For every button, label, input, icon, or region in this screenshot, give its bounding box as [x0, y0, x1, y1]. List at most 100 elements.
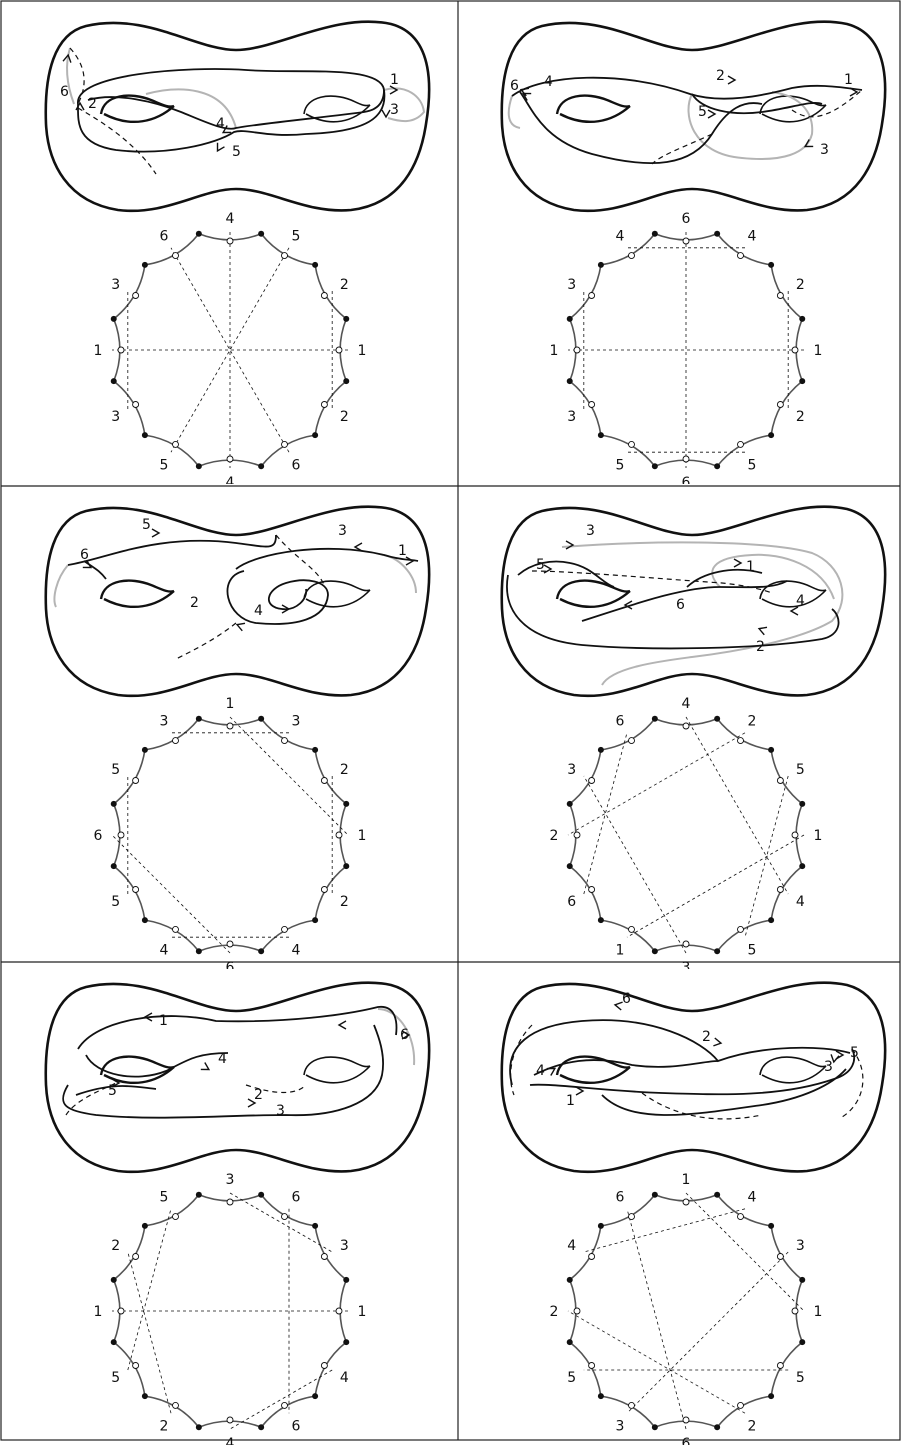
surface-label: 2 — [88, 96, 97, 112]
polygon-edge — [601, 435, 655, 466]
surface-label: 3 — [824, 1059, 833, 1075]
polygon-edge — [145, 1195, 199, 1226]
hidden-curve — [532, 571, 772, 593]
edge-midpoint — [227, 723, 233, 729]
surface-outline — [46, 983, 429, 1172]
polygon-vertex — [142, 1223, 148, 1229]
edge-midpoint — [321, 293, 327, 299]
polygon-vertex — [768, 1223, 774, 1229]
arrow-marker — [152, 529, 159, 537]
polygon-label: 2 — [340, 277, 349, 293]
polygon-label: 4 — [292, 942, 301, 958]
edge-midpoint — [738, 1214, 744, 1220]
left-hole — [101, 1057, 174, 1083]
surface-label: 3 — [390, 102, 399, 118]
surface-label: 1 — [844, 72, 853, 88]
polygon-label: 2 — [160, 1418, 169, 1434]
polygon-label: 4 — [340, 1370, 349, 1386]
polygon-label: 2 — [796, 277, 805, 293]
polygon-vertex — [196, 1192, 202, 1198]
polygon-vertex — [258, 716, 264, 722]
surface-label: 4 — [544, 74, 553, 90]
edge-midpoint — [683, 1199, 689, 1205]
edge-midpoint — [777, 293, 783, 299]
polygon-label: 5 — [796, 762, 805, 778]
left-hole — [557, 581, 630, 607]
polygon-edge — [717, 920, 771, 951]
polygon-label: 3 — [567, 277, 576, 293]
polygon-label: 3 — [160, 714, 169, 730]
hidden-curve — [652, 134, 712, 164]
edge-midpoint — [133, 402, 139, 408]
arrow-marker — [406, 557, 413, 565]
polygon-label: 6 — [292, 457, 301, 473]
polygon-vertex — [714, 1192, 720, 1198]
polygon-vertex — [768, 262, 774, 268]
polygon-vertex — [799, 1277, 805, 1283]
polygon-label: 4 — [226, 475, 235, 484]
polygon-vertex — [258, 1192, 264, 1198]
polygon-label: 6 — [292, 1190, 301, 1206]
polygon-edge — [601, 1195, 655, 1226]
polygon-label: 5 — [160, 1190, 169, 1206]
polygon-vertex — [768, 1393, 774, 1399]
surface-label: 5 — [536, 557, 545, 573]
genus-two-surface: 123456 — [46, 983, 429, 1172]
surface-label: 6 — [676, 597, 685, 613]
edge-pairing — [627, 835, 804, 937]
polygon-vertex — [799, 316, 805, 322]
polygon-label: 3 — [340, 1238, 349, 1254]
polygon-label: 1 — [94, 1304, 103, 1320]
polygon-vertex — [567, 801, 573, 807]
surface-label: 2 — [716, 68, 725, 84]
arrow-marker — [728, 76, 735, 84]
arrow-marker — [382, 110, 390, 117]
surface-label: 3 — [586, 523, 595, 539]
surface-label: 5 — [850, 1045, 859, 1061]
polygon-label: 5 — [292, 229, 301, 245]
polygon-vertex — [312, 1223, 318, 1229]
edge-midpoint — [629, 926, 635, 932]
polygon-vertex — [258, 948, 264, 954]
polygon-label: 4 — [748, 1190, 757, 1206]
arrow-marker — [201, 1063, 211, 1073]
polygon-label: 5 — [796, 1370, 805, 1386]
edge-midpoint — [738, 926, 744, 932]
edge-midpoint — [574, 832, 580, 838]
polygon-label: 5 — [160, 457, 169, 473]
polygon-vertex — [652, 1424, 658, 1430]
polygon-vertex — [142, 432, 148, 438]
edge-midpoint — [118, 1308, 124, 1314]
polygon-label: 3 — [111, 409, 120, 425]
gray-curve — [712, 555, 834, 599]
polygon-label: 2 — [748, 1418, 757, 1434]
edge-pairing — [230, 1370, 332, 1429]
polygon-vertex — [343, 316, 349, 322]
polygon-vertex — [312, 1393, 318, 1399]
polygon-label: 1 — [814, 343, 823, 359]
polygon-vertex — [343, 863, 349, 869]
polygon-vertex — [567, 863, 573, 869]
polygon-label: 1 — [682, 1172, 691, 1188]
polygon-label: 2 — [550, 1304, 559, 1320]
polygon-vertex — [312, 917, 318, 923]
edge-midpoint — [683, 723, 689, 729]
gray-curve — [509, 96, 520, 128]
edge-pairing — [686, 1193, 804, 1311]
polygon-label: 2 — [340, 894, 349, 910]
panel-p2: 123456642125653134 — [462, 4, 901, 484]
polygon-vertex — [196, 1424, 202, 1430]
genus-two-surface: 123456 — [46, 22, 429, 211]
edge-midpoint — [227, 941, 233, 947]
polygon-vertex — [567, 316, 573, 322]
edge-midpoint — [683, 1417, 689, 1423]
edge-midpoint — [133, 1363, 139, 1369]
polygon-vertex — [312, 432, 318, 438]
edge-midpoint — [282, 253, 288, 259]
polygon-label: 5 — [111, 1370, 120, 1386]
polygon-edge — [145, 719, 199, 750]
edge-pairing — [112, 835, 230, 953]
